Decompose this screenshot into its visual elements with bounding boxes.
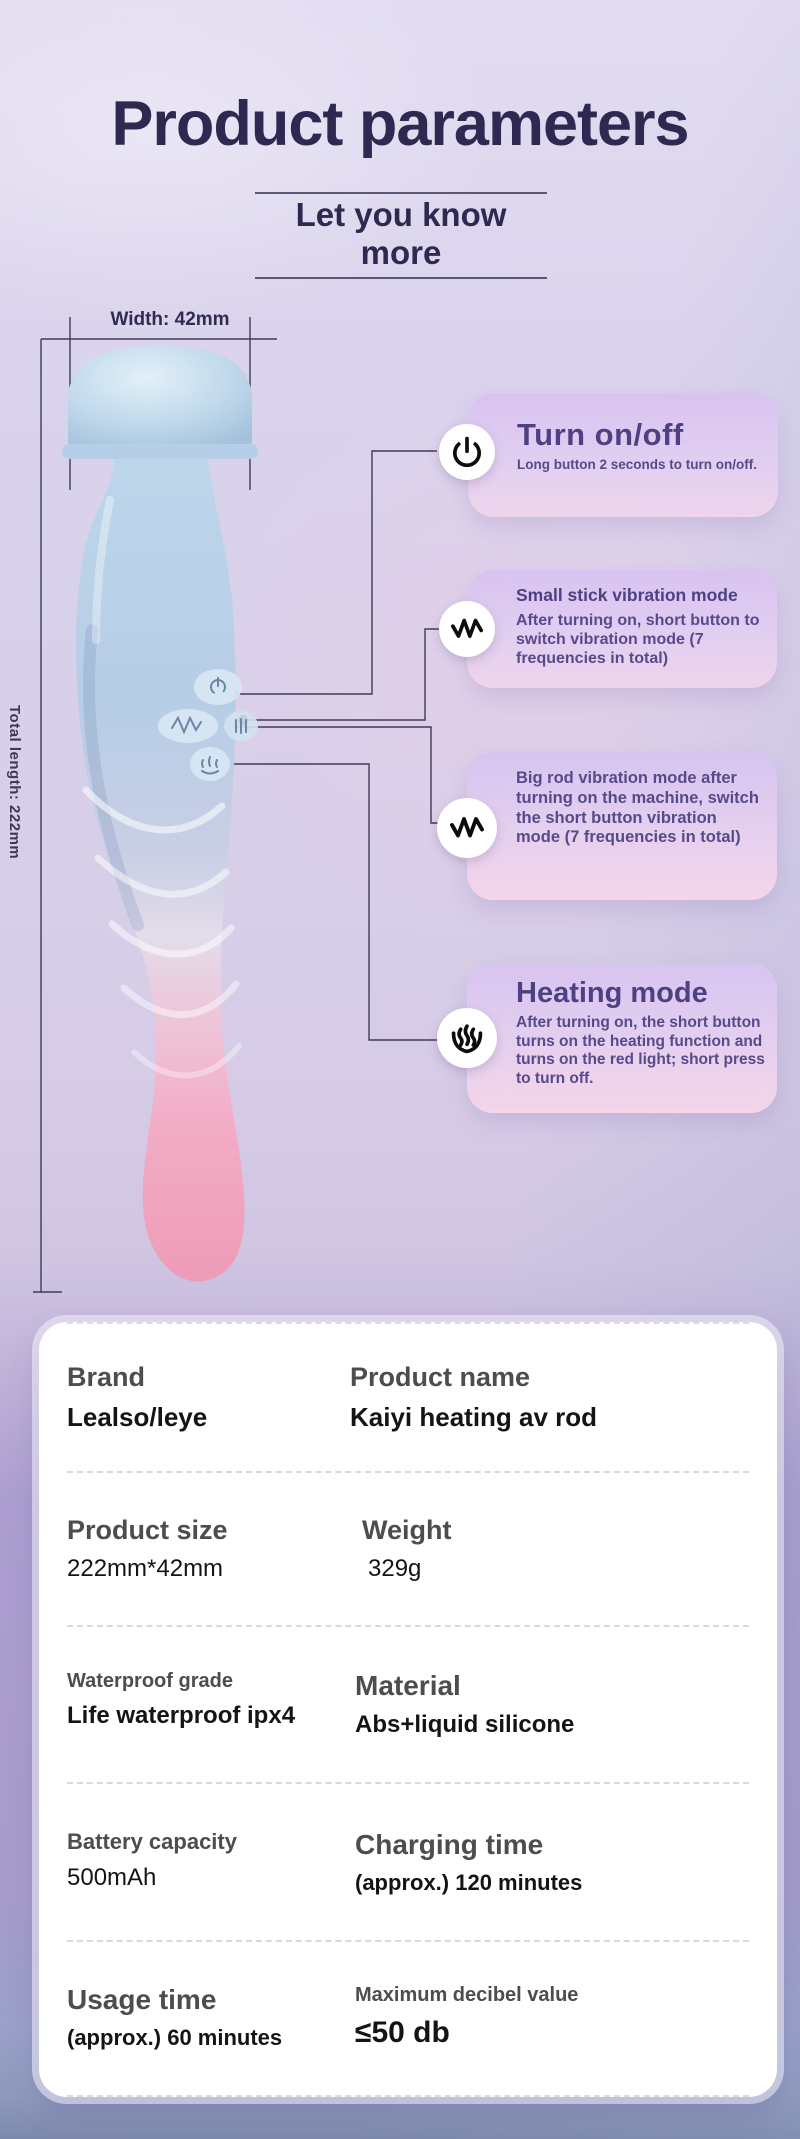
length-dimension-label: Total length: 222mm [6, 705, 23, 860]
spec-label: Weight [362, 1515, 452, 1545]
spec-cell: Brand Lealso/leye [67, 1362, 350, 1433]
spec-value: (approx.) 60 minutes [67, 2025, 283, 2050]
spec-value: Life waterproof ipx4 [67, 1702, 296, 1729]
page-subtitle: Let you know more [295, 196, 507, 271]
vibration-wave-icon [439, 601, 495, 657]
spec-value: (approx.) 120 minutes [355, 1869, 583, 1895]
callout-title: Heating mode [516, 977, 708, 1009]
spec-label: Waterproof grade [67, 1670, 233, 1692]
callout-body: After turning on, the short button turns… [516, 1014, 765, 1087]
callout-title: Turn on/off [517, 417, 684, 452]
spec-cell: Product size 222mm*42mm [67, 1515, 310, 1583]
callout-turn-on-off: Turn on/off Long button 2 seconds to tur… [439, 393, 778, 517]
spec-cell: Battery capacity 500mAh [67, 1829, 355, 1896]
callout-body: Long button 2 seconds to turn on/off. [517, 457, 757, 472]
spec-value: 500mAh [67, 1863, 157, 1891]
vibration-wave-icon [437, 798, 497, 858]
spec-row-size-weight: Product size 222mm*42mm Weight 329g [67, 1473, 749, 1627]
spec-card: Brand Lealso/leye Product name Kaiyi hea… [39, 1322, 777, 2097]
spec-value: 222mm*42mm [67, 1555, 224, 1582]
page-subtitle-block: Let you know more [255, 192, 547, 279]
callout-heating-mode: Heating mode After turning on, the short… [437, 963, 777, 1113]
callout-body: Big rod vibration mode after turning on … [516, 769, 759, 847]
spec-row-battery-charging: Battery capacity 500mAh Charging time (a… [67, 1784, 749, 1942]
spec-value: 329g [368, 1555, 422, 1582]
subtitle-rule-top [255, 192, 547, 194]
spec-label: Product name [350, 1362, 531, 1392]
spec-cell: Maximum decibel value ≤50 db [355, 1984, 749, 2051]
spec-value: Lealso/leye [67, 1402, 208, 1432]
spec-label: Material [355, 1670, 461, 1701]
spec-cell: Waterproof grade Life waterproof ipx4 [67, 1670, 355, 1739]
spec-row-brand: Brand Lealso/leye Product name Kaiyi hea… [67, 1324, 749, 1473]
spec-label: Usage time [67, 1984, 217, 2015]
product-image [50, 340, 270, 1300]
power-icon [439, 424, 495, 480]
spec-label: Battery capacity [67, 1828, 237, 1854]
callout-title: Small stick vibration mode [516, 585, 738, 605]
wand-head [68, 346, 252, 446]
wand-button-cluster [158, 669, 258, 781]
connector-small-stick [243, 628, 440, 721]
spec-row-waterproof-material: Waterproof grade Life waterproof ipx4 Ma… [67, 1627, 749, 1784]
spec-cell: Weight 329g [310, 1515, 749, 1583]
spec-label: Charging time [355, 1828, 544, 1860]
heat-icon [437, 1008, 497, 1068]
spec-row-usage-decibel: Usage time (approx.) 60 minutes Maximum … [67, 1942, 749, 2093]
spec-value: Abs+liquid silicone [355, 1711, 575, 1738]
wand-wave-button [158, 709, 218, 743]
callout-body: After turning on, short button to switch… [516, 612, 760, 668]
spec-label: Product size [67, 1515, 228, 1545]
spec-value: Kaiyi heating av rod [350, 1402, 598, 1432]
wand-body [75, 459, 245, 1282]
callout-big-rod-vibration: Big rod vibration mode after turning on … [437, 752, 777, 900]
spec-value: ≤50 db [355, 2016, 450, 2049]
callout-small-stick-vibration: Small stick vibration mode After turning… [439, 570, 777, 688]
page-title: Product parameters [111, 89, 689, 159]
spec-cell: Charging time (approx.) 120 minutes [355, 1829, 749, 1896]
width-dimension-label: Width: 42mm [110, 309, 230, 330]
spec-cell: Product name Kaiyi heating av rod [350, 1362, 749, 1433]
spec-cell: Material Abs+liquid silicone [355, 1670, 749, 1739]
spec-label: Maximum decibel value [355, 1984, 579, 2006]
wand-collar [62, 444, 258, 459]
spec-label: Brand [67, 1362, 146, 1392]
subtitle-rule-bottom [255, 277, 547, 279]
spec-cell: Usage time (approx.) 60 minutes [67, 1984, 355, 2051]
